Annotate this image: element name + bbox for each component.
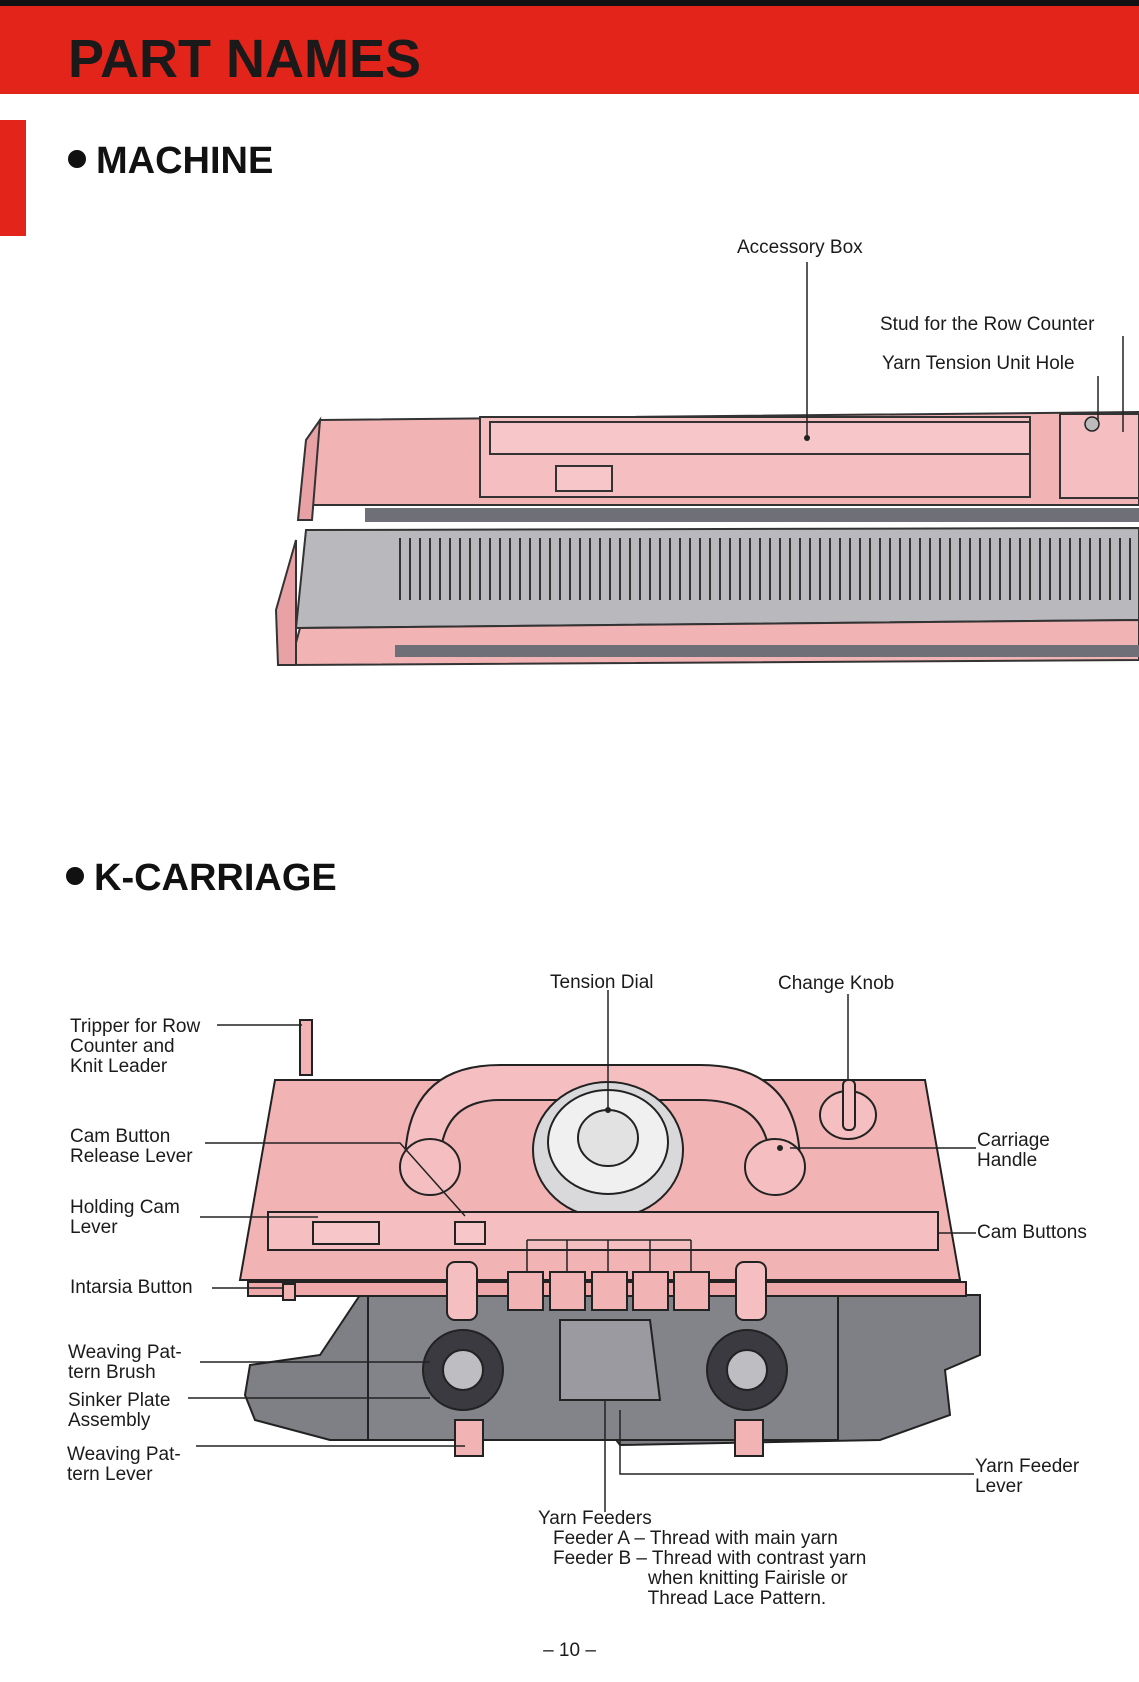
page-number: – 10 – <box>543 1640 596 1661</box>
label-weaving-lever: Weaving Pat- tern Lever <box>67 1444 181 1485</box>
label-sinker-plate: Sinker Plate Assembly <box>68 1390 171 1431</box>
section-heading-kcarriage: K-CARRIAGE <box>66 857 337 900</box>
label-feeder-b: Feeder B – Thread with contrast yarn whe… <box>553 1548 867 1609</box>
label-intarsia: Intarsia Button <box>70 1277 193 1298</box>
label-cam-buttons: Cam Buttons <box>977 1222 1087 1243</box>
label-tension-dial: Tension Dial <box>550 972 654 993</box>
needle-row-stripe <box>365 508 1139 522</box>
label-yarn-feeders-title: Yarn Feeders <box>538 1508 652 1529</box>
label-tripper: Tripper for Row Counter and Knit Leader <box>70 1016 201 1077</box>
page-title: PART NAMES <box>68 29 422 89</box>
label-accessory-box: Accessory Box <box>737 237 863 258</box>
label-cam-button-release: Cam Button Release Lever <box>70 1126 193 1167</box>
top-rule <box>0 0 1139 6</box>
label-feeder-a: Feeder A – Thread with main yarn <box>553 1528 838 1549</box>
bullet-icon <box>68 149 86 168</box>
section-heading-machine: MACHINE <box>68 140 273 183</box>
section-title-machine: MACHINE <box>96 140 274 182</box>
label-stud-row-counter: Stud for the Row Counter <box>880 314 1095 335</box>
section-title-kcarriage: K-CARRIAGE <box>94 857 337 899</box>
label-weaving-brush: Weaving Pat- tern Brush <box>68 1342 182 1383</box>
label-yarn-feeder-lever: Yarn Feeder Lever <box>975 1456 1080 1497</box>
bullet-icon <box>66 866 84 885</box>
side-tab-marker <box>0 120 26 236</box>
label-holding-cam: Holding Cam Lever <box>70 1197 180 1238</box>
header-banner: PART NAMES <box>0 6 1139 94</box>
label-yarn-tension-hole: Yarn Tension Unit Hole <box>882 353 1075 374</box>
label-carriage-handle: Carriage Handle <box>977 1130 1050 1171</box>
label-change-knob: Change Knob <box>778 973 895 994</box>
